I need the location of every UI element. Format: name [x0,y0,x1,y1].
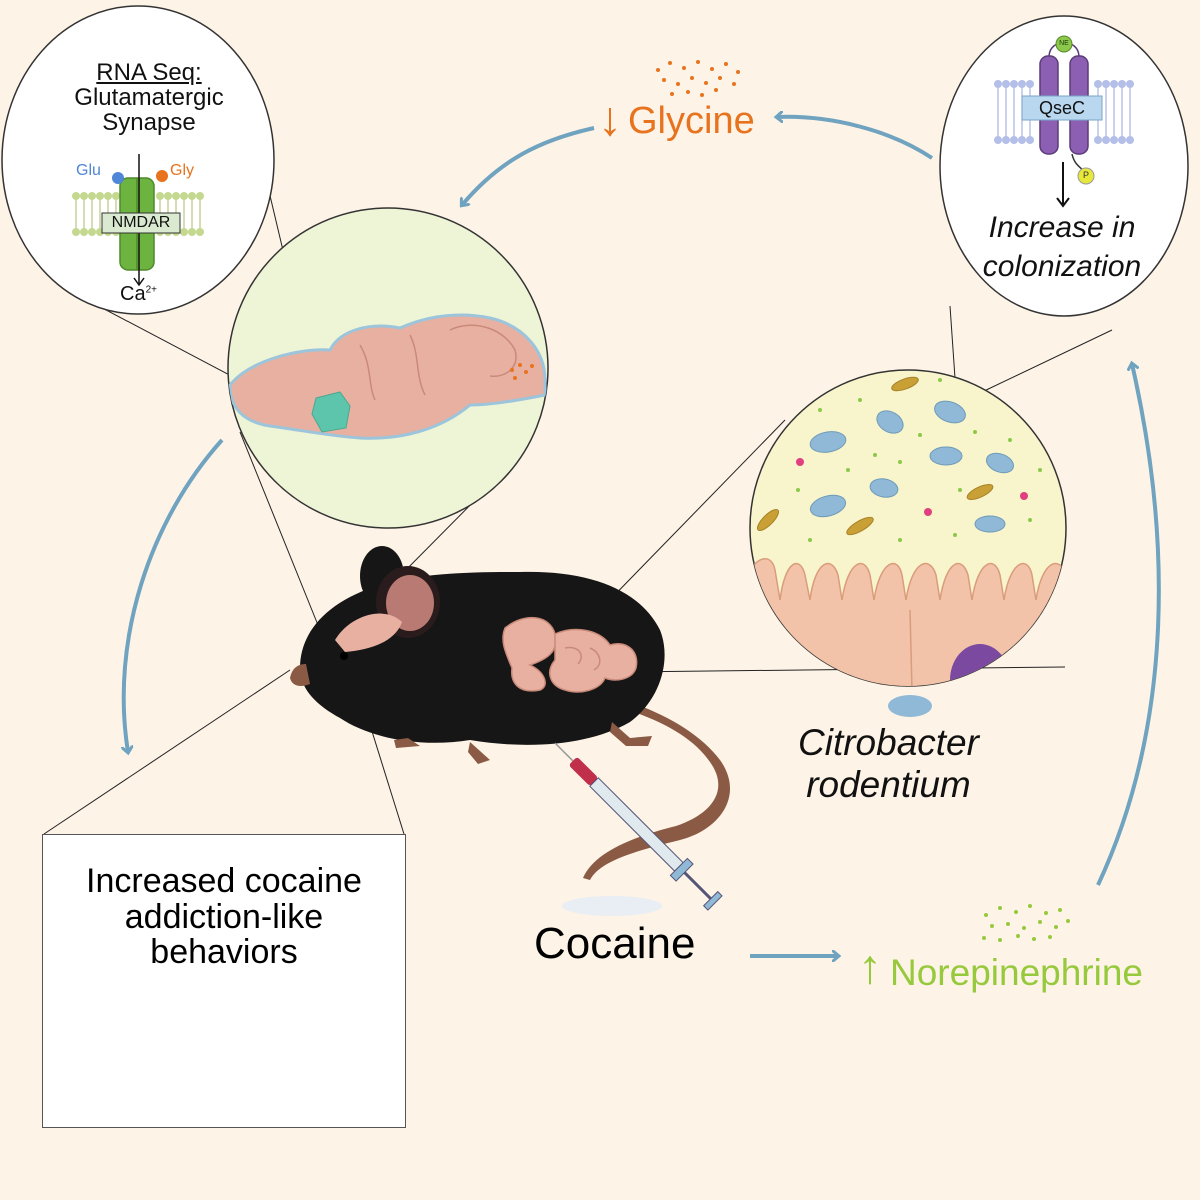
calcium-label: Ca2+ [120,284,157,304]
glycine-dots [656,60,740,97]
qsec-callout [939,15,1189,317]
behavior-line-2: addiction-like [124,897,324,936]
increase-line-2: colonization [982,250,1142,283]
synapse-callout [1,5,275,315]
citrobacter-line-1: Citrobacter [798,722,979,763]
rna-seq-title: RNA Seq: [96,59,202,86]
brain-inset [227,207,549,529]
behavior-line-3: behaviors [150,933,298,972]
rna-seq-label: RNA Seq: Glutamatergic Synapse [44,60,254,136]
arrow-glycine-to-brain [462,126,595,205]
increase-line-1: Increase in [988,211,1136,244]
mouse-illustration [290,546,731,880]
gly-label: Gly [170,162,194,179]
rna-seq-line-2: Synapse [102,109,196,137]
nmdar-label: NMDAR [111,214,171,231]
glycine-label: Glycine [628,100,755,142]
rna-seq-line-1: Glutamatergic [74,84,224,112]
citrobacter-legend-icon [888,695,932,717]
arrow-brain-to-behavior [124,438,224,752]
behavior-line-1: Increased cocaine [86,862,362,900]
cocaine-label: Cocaine [534,919,696,968]
arrow-norepinephrine-to-colonization [1096,364,1161,886]
ne-label: NE [1059,40,1069,47]
gut-inset [749,369,1067,687]
cocaine-pile [562,896,662,916]
phosphate-label: P [1082,170,1089,180]
increase-colonization-label: Increase in colonization [962,208,1162,286]
citrobacter-line-2: rodentium [806,763,971,805]
norepinephrine-label: Norepinephrine [890,952,1144,993]
syringe-illustration [554,742,723,911]
norepinephrine-dots [982,904,1070,942]
arrow-colonization-to-glycine [777,117,934,160]
norepinephrine-increase-arrow: ↑ [858,941,882,994]
glycine-decrease-arrow: ↓ [598,93,622,146]
calcium-charge: 2+ [145,284,157,296]
glu-label: Glu [76,162,101,179]
qsec-label: QseC [1038,98,1085,118]
behavior-box [42,834,406,1128]
calcium-symbol: Ca [120,283,146,305]
behavior-label: Increased cocaine addiction-like behavio… [44,862,404,972]
citrobacter-label: Citrobacter rodentium [798,722,979,806]
